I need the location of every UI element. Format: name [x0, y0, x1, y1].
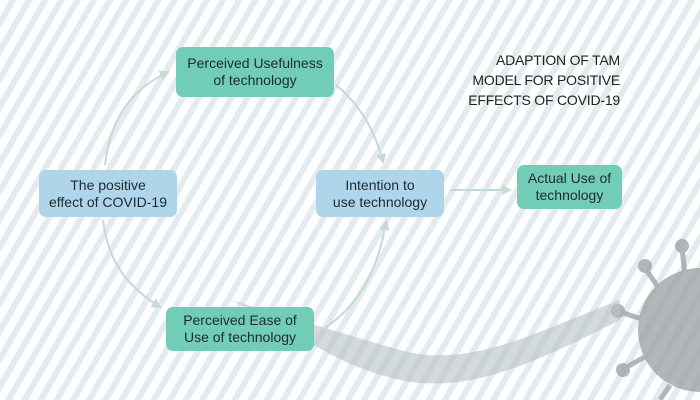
- node-label: The positive: [70, 176, 146, 193]
- node-label: Perceived Usefulness: [187, 55, 323, 71]
- title-line: ADAPTION OF TAM: [495, 52, 620, 68]
- title-line: EFFECTS OF COVID-19: [468, 92, 620, 108]
- node-label: of technology: [213, 72, 297, 88]
- diagram-title: ADAPTION OF TAM MODEL FOR POSITIVE EFFEC…: [468, 50, 620, 110]
- arrow-ease-to-intention: [321, 220, 390, 331]
- node-label: Intention to: [345, 176, 415, 193]
- node-label: effect of COVID-19: [48, 193, 167, 210]
- node-label: Perceived Ease of: [183, 312, 297, 328]
- node-label: Actual Use of: [527, 170, 612, 186]
- arrow-usefulness-to-intention: [335, 84, 386, 164]
- particle-wave: [230, 300, 620, 384]
- arrow-effect-to-ease: [102, 219, 162, 309]
- node-label: technology: [535, 187, 604, 203]
- node-label: Use of technology: [183, 329, 297, 345]
- title-line: MODEL FOR POSITIVE: [472, 72, 620, 88]
- arrow-effect-to-usefulness: [104, 70, 170, 166]
- node-label: use technology: [332, 193, 428, 210]
